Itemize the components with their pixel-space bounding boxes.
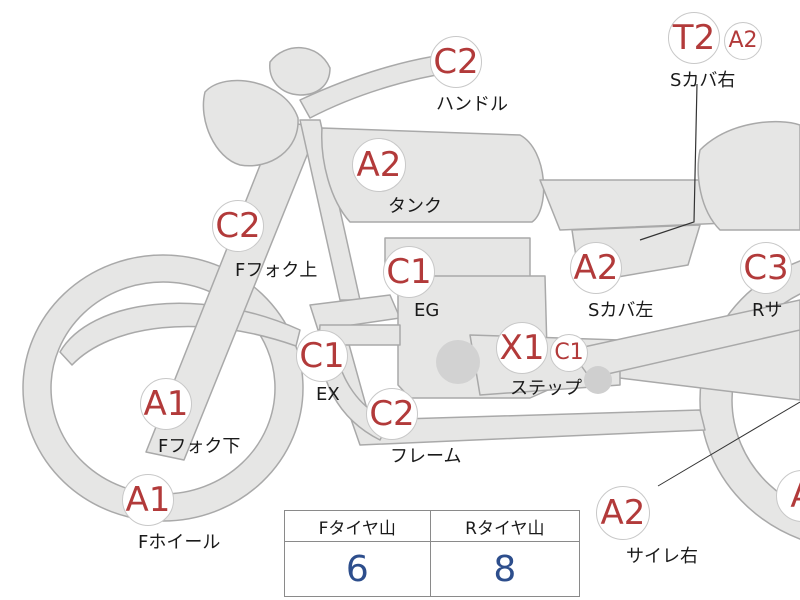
label-frame: フレーム: [390, 446, 462, 467]
label-tank: タンク: [388, 196, 442, 217]
label-engine: EG: [414, 300, 440, 321]
meter-shape: [269, 47, 331, 96]
badge-s-cover-right: T2: [668, 12, 720, 64]
badge-step-sub: C1: [550, 334, 588, 372]
front-wheel-shape: [22, 254, 304, 522]
leader-line-s-cover-right: [639, 83, 698, 241]
label-s-cover-right: Sカバ右: [670, 70, 736, 91]
badge-engine: C1: [383, 246, 435, 298]
badge-muffler-right: A2: [596, 486, 650, 540]
badge-step: X1: [496, 322, 548, 374]
headlight-shape: [202, 79, 299, 167]
badge-f-fork-lower: A1: [140, 378, 192, 430]
muffler-shape: [569, 299, 800, 379]
leader-line-muffler-right: [657, 401, 800, 487]
badge-s-cover-left: A2: [570, 242, 622, 294]
engine-cover-circle: [436, 340, 480, 384]
badge-frame: C2: [366, 388, 418, 440]
badge-s-cover-right-sub: A2: [724, 22, 762, 60]
badge-r-suspension: C3: [740, 242, 792, 294]
label-r-suspension: Rサ: [752, 300, 783, 321]
badge-f-fork-upper: C2: [212, 200, 264, 252]
tire-table-value-row: 6 8: [284, 541, 581, 597]
label-handle: ハンドル: [436, 94, 508, 115]
tire-table-header-row: Fタイヤ山 Rタイヤ山: [284, 510, 581, 542]
label-f-fork-lower: Fフォク下: [158, 436, 241, 457]
value-rear-tire: 8: [429, 541, 581, 597]
badge-exhaust: C1: [296, 330, 348, 382]
rear-cowl-shape: [697, 120, 800, 231]
label-f-wheel: Fホイール: [138, 532, 221, 553]
value-front-tire: 6: [284, 541, 431, 597]
header-front-tire: Fタイヤ山: [284, 510, 431, 542]
label-f-fork-upper: Fフォク上: [235, 260, 318, 281]
label-s-cover-left: Sカバ左: [588, 300, 654, 321]
header-rear-tire: Rタイヤ山: [429, 510, 581, 542]
label-exhaust: EX: [316, 384, 340, 405]
tire-tread-table: Fタイヤ山 Rタイヤ山 6 8: [284, 510, 581, 597]
badge-handle: C2: [430, 36, 482, 88]
step-peg-circle: [584, 366, 612, 394]
badge-r-wheel: A: [776, 470, 800, 522]
label-muffler-right: サイレ右: [626, 546, 698, 567]
badge-f-wheel: A1: [122, 474, 174, 526]
label-step: ステップ: [510, 378, 582, 399]
badge-tank: A2: [352, 138, 406, 192]
